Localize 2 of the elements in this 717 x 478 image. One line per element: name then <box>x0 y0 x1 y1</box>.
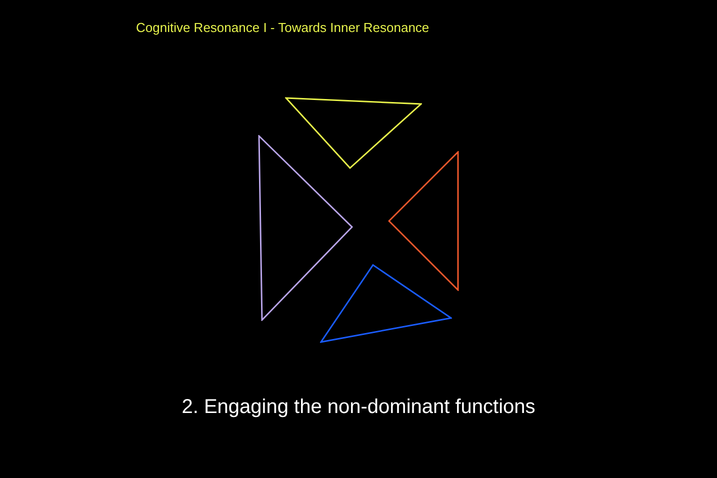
diagram-caption: 2. Engaging the non-dominant functions <box>182 396 536 419</box>
diagram-title: Cognitive Resonance I - Towards Inner Resonance <box>136 20 430 35</box>
